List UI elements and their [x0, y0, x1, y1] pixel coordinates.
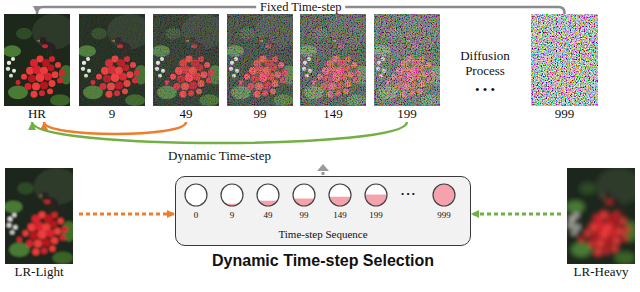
text-label: Diffusion Process [455, 48, 515, 78]
image-panel: HR [2, 14, 72, 122]
timestep-circle: 0 [179, 183, 213, 221]
circle-gauge [328, 183, 352, 207]
circle-gauge [220, 183, 244, 207]
timestep-circle: 49 [251, 183, 285, 221]
connector-arrow [44, 122, 186, 134]
node-label: LR-Light [3, 264, 75, 280]
connector-arrow [32, 122, 407, 143]
sequence-box: Time-step Sequence 094999149199 999 [175, 176, 471, 246]
text-label: • • • [396, 188, 420, 200]
node-label: 999 [529, 106, 600, 122]
node-label: HR [2, 106, 72, 122]
connector-arrow [79, 213, 175, 216]
node-label: 49 [251, 209, 285, 221]
node-label: 149 [323, 209, 357, 221]
edge-label: Fixed Time-step [256, 1, 346, 14]
circle-gauge [184, 183, 208, 207]
node-label: 9 [77, 106, 147, 122]
node-label: 49 [151, 106, 221, 122]
connector-arrow [471, 213, 561, 216]
image-panel: 199 [372, 14, 442, 122]
node-label: 0 [179, 209, 213, 221]
circle-gauge [432, 183, 456, 207]
node-label: 99 [225, 106, 295, 122]
timestep-circle: 99 [287, 183, 321, 221]
image-panel: LR-Heavy [565, 168, 637, 280]
edge-label: Dynamic Time-step [164, 149, 275, 162]
node-label: 99 [287, 209, 321, 221]
circle-gauge [256, 183, 280, 207]
timestep-circle: 149 [323, 183, 357, 221]
circle-gauge [292, 183, 316, 207]
node-label: LR-Heavy [565, 264, 637, 280]
timestep-circle: 999 [427, 183, 461, 221]
timestep-circle: 199 [359, 183, 393, 221]
image-panel: 9 [77, 14, 147, 122]
image-panel: 49 [151, 14, 221, 122]
box-title: Time-step Sequence [176, 228, 470, 241]
timestep-circle: 9 [215, 183, 249, 221]
image-panel: 999 [529, 14, 600, 122]
circle-gauge [364, 183, 388, 207]
image-panel: 99 [225, 14, 295, 122]
node-label: 149 [298, 106, 368, 122]
node-label: 199 [372, 106, 442, 122]
image-panel: 149 [298, 14, 368, 122]
image-panel: LR-Light [3, 168, 75, 280]
node-label: 9 [215, 209, 249, 221]
node-label: 999 [427, 209, 461, 221]
text-label: • • • [455, 82, 515, 97]
node-label: 199 [359, 209, 393, 221]
diagram-title: Dynamic Time-step Selection [180, 251, 466, 271]
